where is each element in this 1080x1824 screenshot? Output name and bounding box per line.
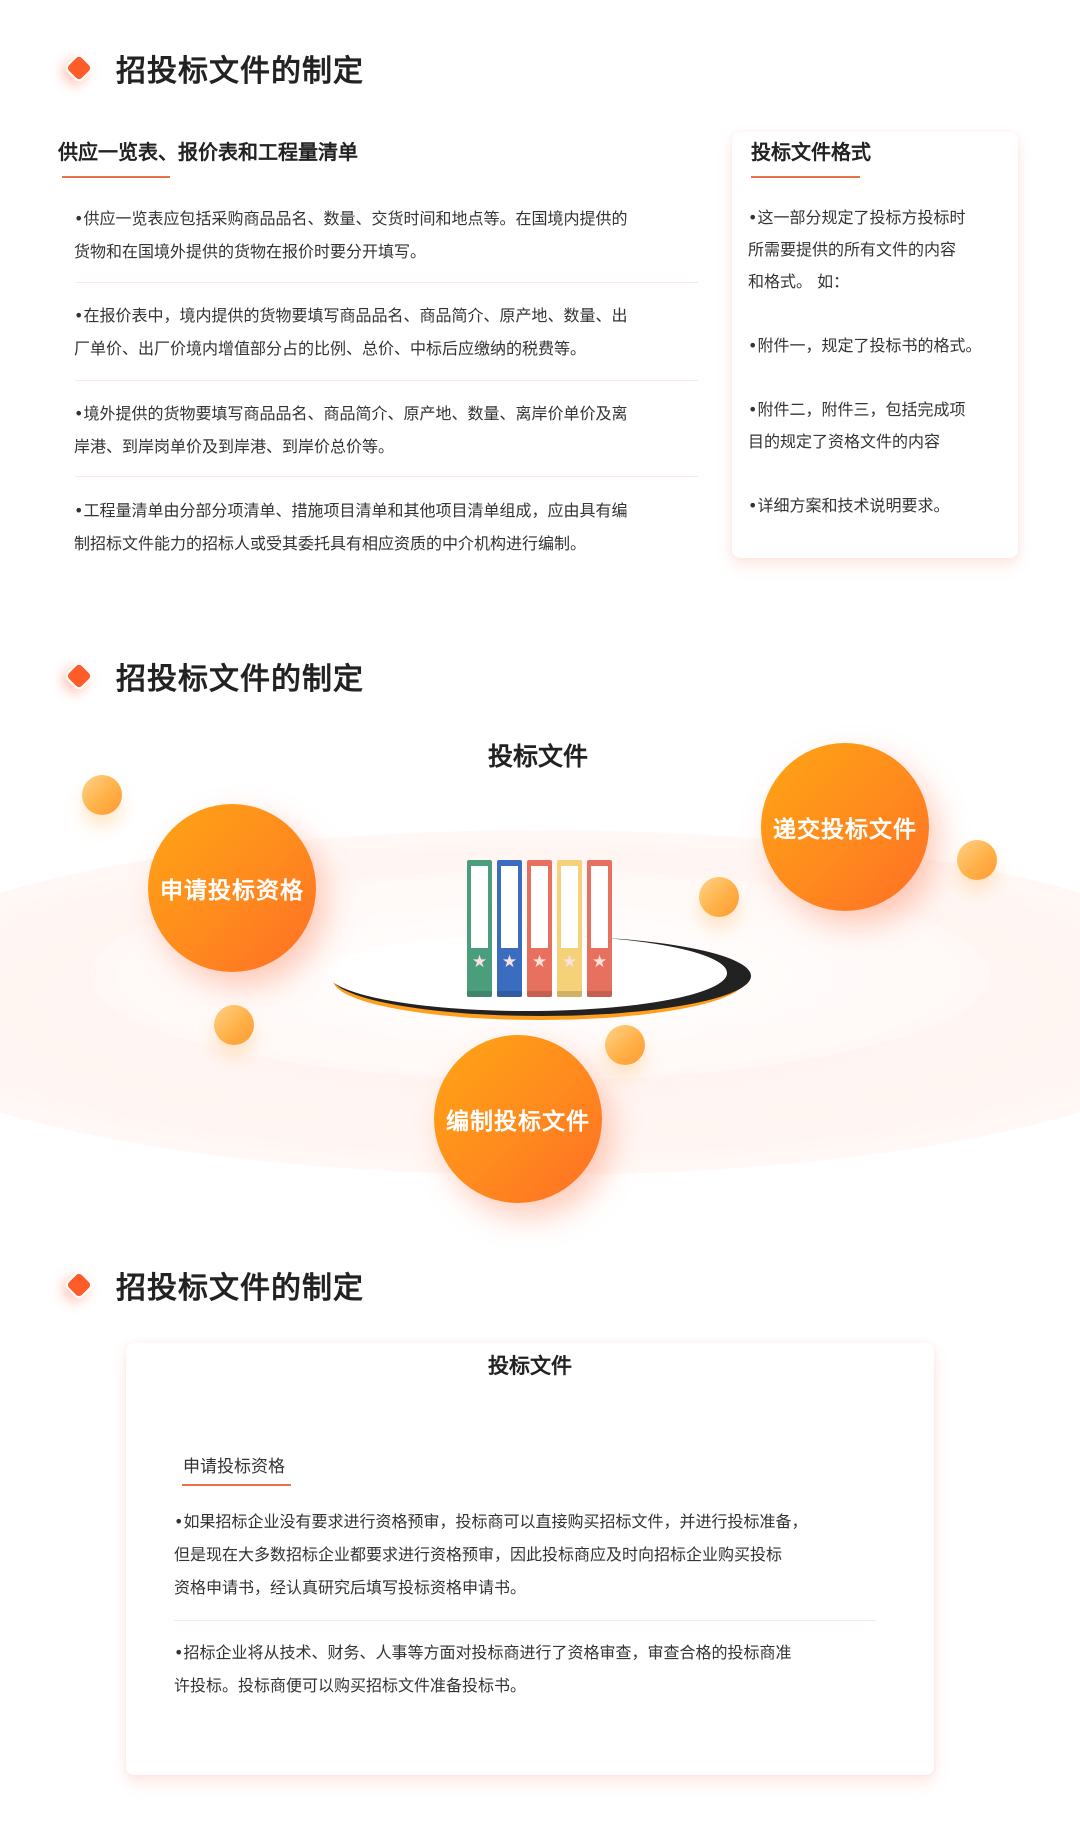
binder: ★ [497, 860, 522, 997]
apply-qualification-subheading: 申请投标资格 [183, 1457, 285, 1477]
decorative-dot [214, 1005, 254, 1045]
binder: ★ [527, 860, 552, 997]
diagram-center-label: 投标文件 [487, 742, 588, 771]
diamond-bullet-icon [63, 1269, 95, 1301]
supply-list-heading: 供应一览表、报价表和工程量清单 [58, 140, 358, 164]
binder: ★ [587, 860, 612, 997]
decorative-dot [699, 877, 739, 917]
star-icon: ★ [531, 952, 548, 972]
section-2-title: 招投标文件的制定 [62, 656, 364, 697]
section-title-text: 招投标文件的制定 [116, 662, 364, 697]
list-item: •境外提供的货物要填写商品品名、商品简介、原产地、数量、离岸价单价及离 岸港、到… [74, 404, 628, 456]
divider [75, 476, 698, 477]
list-item: •工程量清单由分部分项清单、措施项目清单和其他项目清单组成，应由具有编 制招标文… [74, 501, 628, 553]
platform-disk [327, 935, 755, 1025]
section-1-title: 招投标文件的制定 [62, 48, 364, 89]
decorative-dot [957, 840, 997, 880]
bid-document-card: 投标文件 申请投标资格 •如果招标企业没有要求进行资格预审，投标商可以直接购买招… [126, 1343, 934, 1775]
heading-underline [62, 176, 170, 178]
divider [75, 380, 698, 381]
star-icon: ★ [501, 952, 518, 972]
decorative-dot [82, 775, 122, 815]
bid-format-text: •这一部分规定了投标方投标时 所需要提供的所有文件的内容 和格式。 如： •附件… [748, 208, 982, 515]
bid-format-heading: 投标文件格式 [751, 140, 871, 164]
platform-disk-icon [327, 935, 751, 1020]
star-icon: ★ [471, 952, 488, 972]
node-prepare-bid: 编制投标文件 [434, 1035, 602, 1203]
heading-underline [751, 176, 860, 178]
binder: ★ [467, 860, 492, 997]
binder: ★ [557, 860, 582, 997]
node-submit-bid: 递交投标文件 [761, 743, 929, 911]
card-title: 投标文件 [488, 1354, 572, 1378]
subheading-underline [182, 1484, 291, 1486]
node-apply-qualification: 申请投标资格 [148, 804, 316, 972]
list-item: •供应一览表应包括采购商品品名、数量、交货时间和地点等。在国境内提供的 货物和在… [74, 209, 628, 261]
divider [75, 282, 698, 283]
divider [174, 1620, 876, 1621]
list-item: •招标企业将从技术、财务、人事等方面对投标商进行了资格审查，审查合格的投标商准 … [174, 1643, 792, 1695]
star-icon: ★ [591, 952, 608, 972]
list-item: •在报价表中，境内提供的货物要填写商品品名、商品简介、原产地、数量、出 厂单价、… [74, 306, 628, 358]
star-icon: ★ [561, 952, 578, 972]
decorative-dot [605, 1025, 645, 1065]
section-3-title: 招投标文件的制定 [62, 1265, 364, 1306]
section-title-text: 招投标文件的制定 [116, 1271, 364, 1306]
section-title-text: 招投标文件的制定 [116, 54, 364, 89]
bid-format-card: 投标文件格式 •这一部分规定了投标方投标时 所需要提供的所有文件的内容 和格式。… [732, 132, 1018, 558]
diamond-bullet-icon [63, 660, 95, 692]
diamond-bullet-icon [63, 52, 95, 84]
list-item: •如果招标企业没有要求进行资格预审，投标商可以直接购买招标文件，并进行投标准备，… [174, 1512, 808, 1597]
